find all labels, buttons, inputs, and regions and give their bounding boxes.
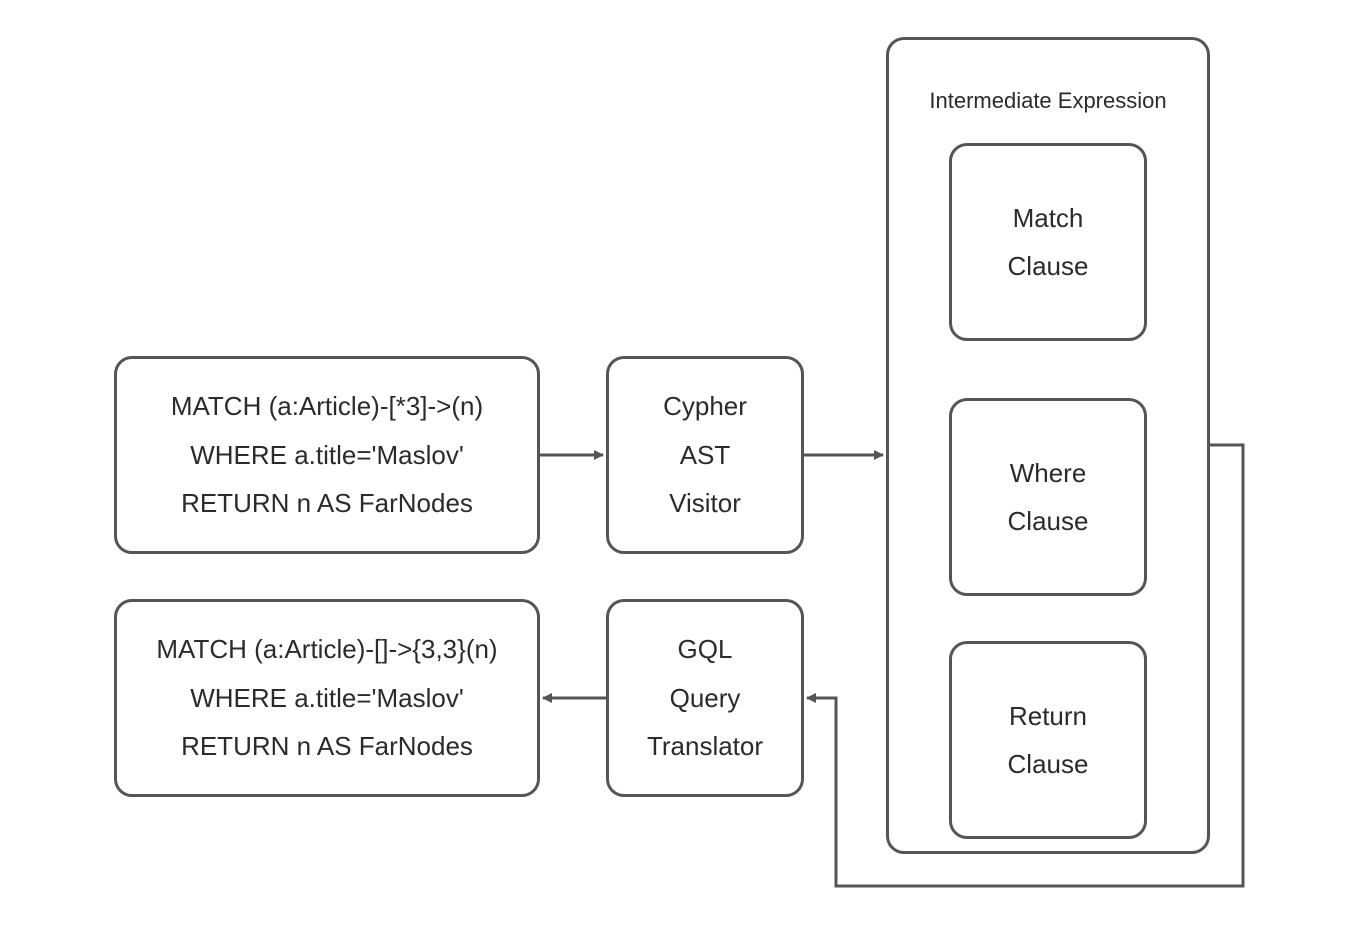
output-query-box: MATCH (a:Article)-[]->{3,3}(n) WHERE a.t…	[114, 599, 540, 797]
query-translator-line-3: Translator	[646, 731, 764, 762]
return-clause-line-1: Return	[1008, 700, 1088, 731]
match-clause-line-2: Clause	[1007, 251, 1089, 281]
input-query-line-match: MATCH (a:Article)-[*3]->(n)	[170, 391, 484, 422]
match-clause-box: Match Clause	[949, 143, 1147, 341]
output-query-line-match: MATCH (a:Article)-[]->{3,3}(n)	[156, 634, 498, 665]
where-clause-box: Where Clause	[949, 398, 1147, 596]
where-clause-line-1: Where	[1009, 457, 1087, 488]
return-clause-box: Return Clause	[949, 641, 1147, 839]
match-clause-line-1: Match	[1012, 202, 1084, 233]
where-clause-line-2: Clause	[1007, 506, 1089, 536]
query-translator-line-2: Query	[669, 682, 741, 713]
ast-visitor-box: Cypher AST Visitor	[606, 356, 804, 554]
output-query-line-return: RETURN n AS FarNodes	[181, 731, 473, 762]
return-clause-line-2: Clause	[1007, 749, 1089, 779]
input-query-line-where: WHERE a.title='Maslov'	[190, 439, 464, 470]
arrow-intermediate-to-translator	[806, 443, 1245, 888]
query-translator-box: GQL Query Translator	[606, 599, 804, 797]
ast-visitor-line-2: AST	[679, 439, 731, 470]
input-query-line-return: RETURN n AS FarNodes	[181, 488, 473, 519]
input-query-box: MATCH (a:Article)-[*3]->(n) WHERE a.titl…	[114, 356, 540, 554]
intermediate-expression-title: Intermediate Expression	[929, 88, 1167, 113]
query-translator-line-1: GQL	[677, 634, 733, 665]
ast-visitor-line-3: Visitor	[669, 488, 741, 519]
output-query-line-where: WHERE a.title='Maslov'	[190, 682, 464, 713]
ast-visitor-line-1: Cypher	[663, 391, 747, 422]
